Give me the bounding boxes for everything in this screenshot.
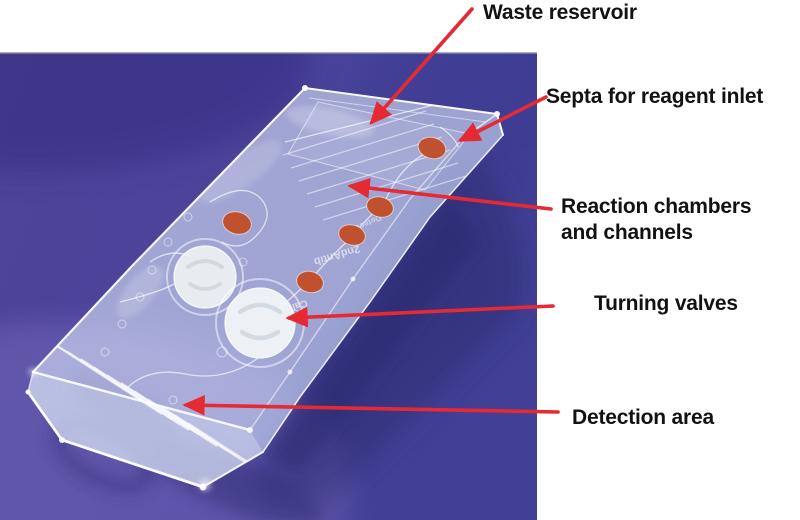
septum-dot bbox=[296, 270, 324, 294]
chip-top-face bbox=[33, 88, 497, 430]
label-waste-reservoir: Waste reservoir bbox=[483, 1, 637, 25]
label-reaction-chambers: Reaction chambers and channels bbox=[561, 194, 752, 246]
septum-dot bbox=[222, 211, 252, 235]
chip-photo-svg: 2ndAntib Cal Detect bbox=[0, 0, 680, 520]
septum-dot bbox=[338, 224, 366, 246]
septum-dot bbox=[417, 136, 447, 160]
chip-photo: 2ndAntib Cal Detect bbox=[0, 0, 680, 520]
label-detection-area-text: Detection area bbox=[572, 406, 714, 429]
label-septa: Septa for reagent inlet bbox=[546, 85, 763, 109]
label-septa-text: Septa for reagent inlet bbox=[546, 85, 764, 108]
detection-shelf bbox=[28, 372, 263, 487]
label-turning-valves: Turning valves bbox=[594, 292, 738, 316]
turning-valve bbox=[224, 287, 296, 359]
turning-valves bbox=[166, 238, 305, 368]
photo-top-border bbox=[0, 52, 537, 54]
label-detection-area: Detection area bbox=[572, 406, 714, 430]
label-reaction-line2: and channels bbox=[561, 221, 693, 244]
label-waste-reservoir-text: Waste reservoir bbox=[483, 1, 637, 24]
sparkles bbox=[25, 85, 500, 491]
label-reaction-line1: Reaction chambers bbox=[561, 195, 752, 218]
label-turning-valves-text: Turning valves bbox=[594, 292, 738, 315]
turning-valve bbox=[173, 245, 237, 309]
